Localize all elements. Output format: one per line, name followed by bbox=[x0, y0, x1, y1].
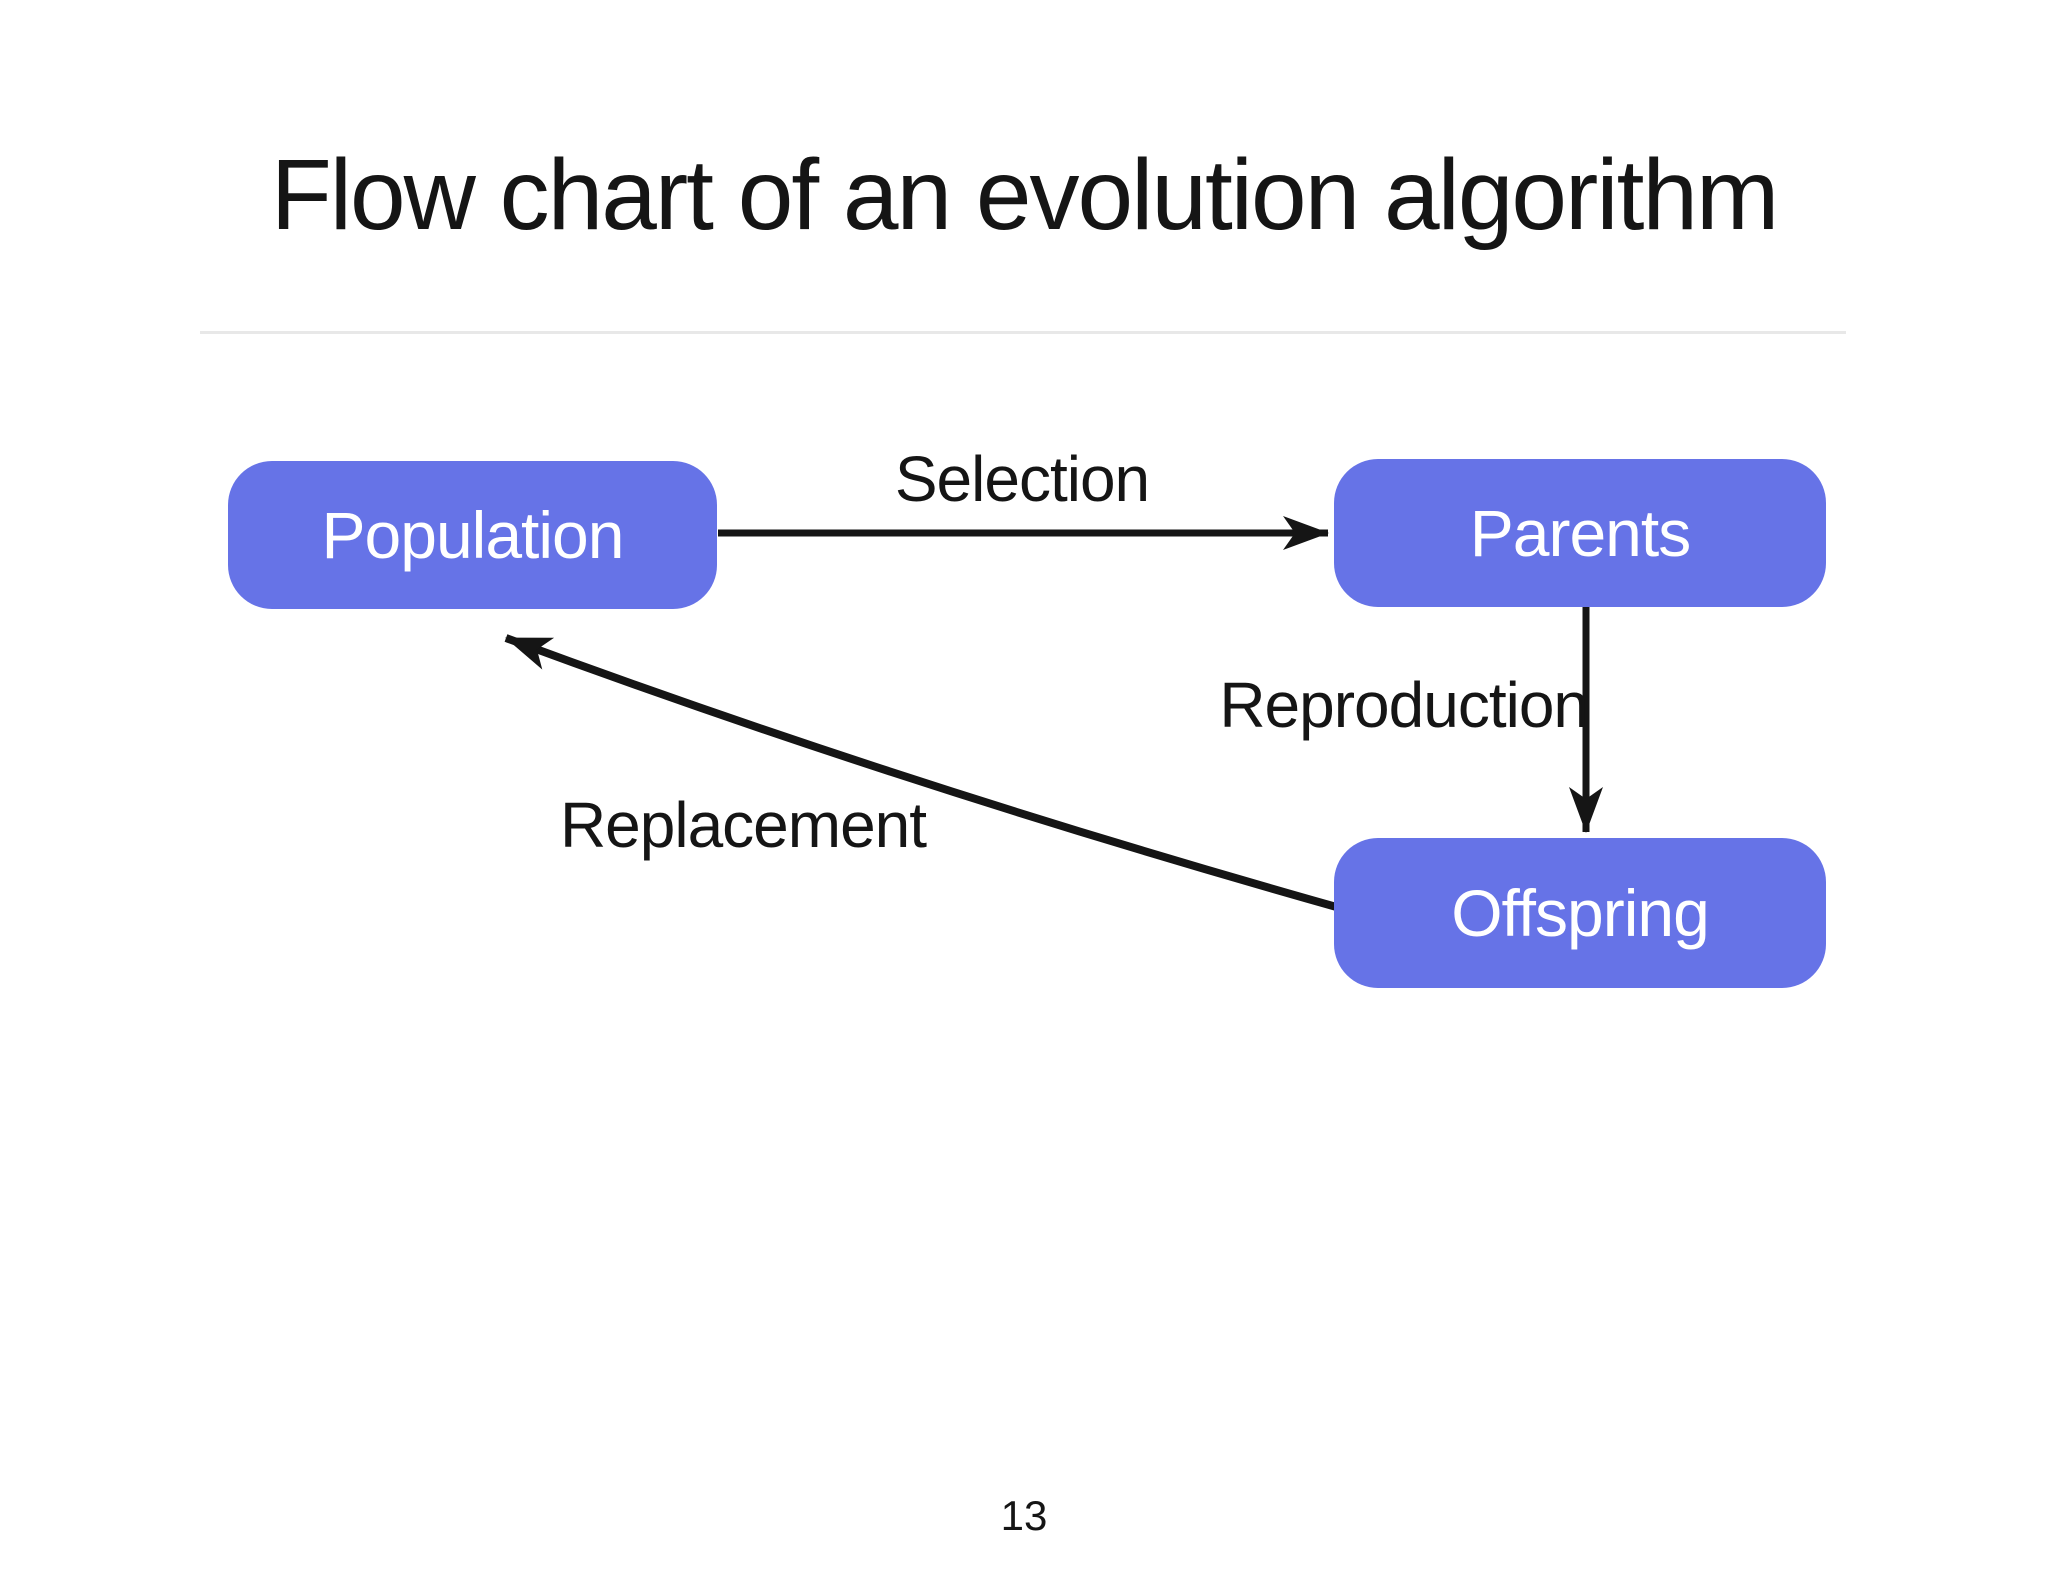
node-population-label: Population bbox=[321, 498, 625, 572]
node-parents-label: Parents bbox=[1469, 496, 1691, 570]
page-number: 13 bbox=[1000, 1492, 1048, 1539]
slide-title: Flow chart of an evolution algorithm bbox=[270, 139, 1780, 251]
node-population: Population bbox=[228, 461, 717, 609]
node-offspring-label: Offspring bbox=[1451, 876, 1710, 950]
reproduction-edge-label: Reproduction bbox=[1219, 669, 1589, 741]
selection-edge-label: Selection bbox=[894, 443, 1150, 515]
replacement-arrow bbox=[504, 634, 1342, 912]
replacement-edge-label: Replacement bbox=[559, 789, 927, 861]
title-divider bbox=[200, 331, 1846, 334]
node-parents: Parents bbox=[1334, 459, 1826, 607]
node-offspring: Offspring bbox=[1334, 838, 1826, 988]
